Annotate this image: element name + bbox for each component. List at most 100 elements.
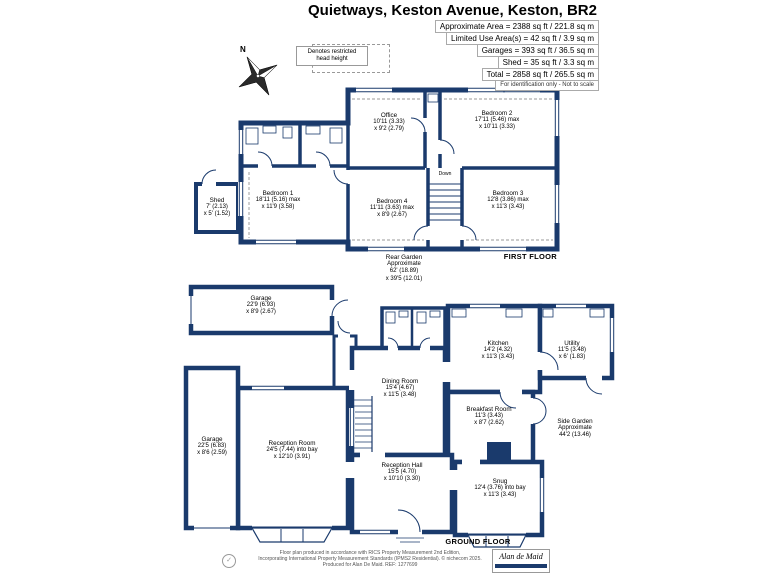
room-label-office: Office 10'11 (3.33) x 9'2 (2.79) <box>373 112 404 134</box>
room-label-shed: Shed 7' (2.13) x 5' (1.52) <box>204 197 231 219</box>
logo-text: Alan de Maid <box>499 552 543 561</box>
room-name: Utility <box>564 340 580 347</box>
stairs-first-floor <box>429 183 461 221</box>
room-dims: x 12'10 (3.91) <box>273 454 311 461</box>
room-dims: 22'5 (6.83) <box>197 443 227 450</box>
room-name: Garage <box>250 295 272 302</box>
room-dims: 15'5 (4.70) <box>387 469 417 476</box>
room-dims: x 11'3 (3.43) <box>491 204 525 211</box>
legend-text: head height <box>316 56 348 62</box>
ground-floor-plan <box>183 284 615 548</box>
ground-floor-doors <box>331 299 603 533</box>
room-dims: x 8'6 (2.59) <box>197 450 227 457</box>
room-label-rear-garden: Rear Garden Approximate 62' (18.89) x 39… <box>386 254 423 283</box>
room-label-breakfast-room: Breakfast Room 11'3 (3.43) x 8'7 (2.62) <box>466 406 511 428</box>
stairs-down-label: Down <box>438 171 452 177</box>
room-name: Reception Hall <box>381 462 423 469</box>
room-name: Bedroom 3 <box>492 190 524 197</box>
room-label-reception-room: Reception Room 24'5 (7.44) into bay x 12… <box>266 440 317 462</box>
room-name: Side Garden <box>557 418 593 425</box>
restricted-area-dashes <box>248 98 553 241</box>
room-name: Garage <box>201 436 223 443</box>
fireplace <box>487 442 511 462</box>
bathroom-fixtures <box>245 93 439 145</box>
ground-floor-title: GROUND FLOOR <box>445 537 511 546</box>
kitchen-utility-fixtures <box>385 308 605 324</box>
area-summary: Approximate Area = 2388 sq ft / 221.8 sq… <box>0 20 599 91</box>
logo-bar <box>495 564 547 568</box>
room-dims: 7' (2.13) <box>206 204 228 211</box>
shed-outline <box>194 182 240 234</box>
room-label-kitchen: Kitchen 14'2 (4.32) x 11'3 (3.43) <box>482 340 515 362</box>
room-dims: 24'5 (7.44) into bay <box>266 447 318 454</box>
room-name: Bedroom 1 <box>262 190 294 197</box>
ground-floor-windows <box>252 303 615 535</box>
room-dims: x 10'11 (3.33) <box>478 124 516 131</box>
legend-text: Denotes restricted <box>307 49 357 55</box>
room-dims: Approximate <box>558 425 592 432</box>
room-name: Breakfast Room <box>466 406 512 413</box>
first-floor-title: FIRST FLOOR <box>503 252 557 261</box>
room-label-bedroom-4: Bedroom 4 11'11 (3.63) max x 8'9 (2.67) <box>370 198 414 220</box>
room-label-garage-top: Garage 22'9 (6.93) x 8'9 (2.67) <box>246 295 276 317</box>
room-dims: x 39'5 (12.01) <box>385 275 423 282</box>
footer-line: Incorporating International Property Mea… <box>258 556 482 562</box>
room-dims: 12'4 (3.76) into bay <box>474 485 526 492</box>
room-dims: x 8'9 (2.67) <box>377 212 407 219</box>
room-dims: x 11'5 (3.48) <box>383 392 417 399</box>
room-name: Office <box>380 112 398 119</box>
room-name: Rear Garden <box>385 254 423 261</box>
first-floor-interior-walls <box>241 90 557 249</box>
room-name: Snug <box>492 478 508 485</box>
room-label-reception-hall: Reception Hall 15'5 (4.70) x 10'10 (3.30… <box>382 462 423 484</box>
room-dims: x 5' (1.52) <box>203 211 231 218</box>
footer-text: Floor plan produced in accordance with R… <box>150 550 590 568</box>
ground-floor-rooms <box>183 284 615 538</box>
room-dims: x 8'9 (2.67) <box>246 309 276 316</box>
room-dims: x 11'3 (3.43) <box>483 492 517 499</box>
room-label-snug: Snug 12'4 (3.76) into bay x 11'3 (3.43) <box>474 478 525 500</box>
room-dims: 14'2 (4.32) <box>483 347 513 354</box>
room-dims: 15'4 (4.67) <box>385 385 415 392</box>
room-name: Kitchen <box>487 340 509 347</box>
room-name: Shed <box>209 197 225 204</box>
room-dims: 18'11 (5.16) max <box>255 197 301 204</box>
room-dims: 17'11 (5.46) max <box>474 117 520 124</box>
room-dims: Approximate <box>387 261 421 268</box>
room-label-garage-left: Garage 22'5 (6.83) x 8'6 (2.59) <box>197 436 227 458</box>
room-dims: x 6' (1.83) <box>558 354 586 361</box>
restricted-head-height-legend: Denotes restricted head height <box>296 46 368 66</box>
room-label-bedroom-1: Bedroom 1 18'11 (5.16) max x 11'9 (3.58) <box>256 190 300 212</box>
room-dims: x 8'7 (2.62) <box>474 420 504 427</box>
first-floor-plan <box>194 87 560 252</box>
room-label-side-garden: Side Garden Approximate 44'2 (13.46) <box>557 418 592 440</box>
alan-de-maid-logo: Alan de Maid <box>492 549 550 573</box>
disclaimer: For identification only - Not to scale <box>495 80 599 91</box>
room-dims: 11'5 (3.48) <box>557 347 587 354</box>
room-dims: 22'9 (6.93) <box>246 302 276 309</box>
room-label-dining-room: Dining Room 15'4 (4.67) x 11'5 (3.48) <box>382 378 418 400</box>
compass-north-label: N <box>240 45 246 54</box>
footer-line: Produced for Alan De Maid. REF: 1277699 <box>322 562 418 568</box>
room-dims: 11'11 (3.63) max <box>370 205 414 212</box>
room-name: Bedroom 4 <box>376 198 408 205</box>
room-label-utility: Utility 11'5 (3.48) x 6' (1.83) <box>558 340 586 362</box>
footer-line: Floor plan produced in accordance with R… <box>279 550 461 556</box>
room-dims: 11'3 (3.43) <box>474 413 504 420</box>
room-dims: x 10'10 (3.30) <box>383 476 421 483</box>
room-dims: x 11'3 (3.43) <box>481 354 515 361</box>
room-dims: 62' (18.89) <box>389 268 419 275</box>
rics-logo-icon: ✓ <box>222 554 236 568</box>
room-label-bedroom-3: Bedroom 3 12'8 (3.86) max x 11'3 (3.43) <box>487 190 529 212</box>
first-floor-doors <box>257 117 477 241</box>
room-dims: x 9'2 (2.79) <box>374 126 404 133</box>
room-dims: 10'11 (3.33) <box>373 119 405 126</box>
room-name: Dining Room <box>381 378 419 385</box>
room-label-bedroom-2: Bedroom 2 17'11 (5.46) max x 10'11 (3.33… <box>475 110 519 132</box>
page-title: Quietways, Keston Avenue, Keston, BR2 <box>308 2 597 19</box>
room-dims: 12'8 (3.86) max <box>487 197 529 204</box>
room-name: Bedroom 2 <box>481 110 513 117</box>
compass-icon <box>238 56 278 96</box>
room-name: Reception Room <box>268 440 316 447</box>
